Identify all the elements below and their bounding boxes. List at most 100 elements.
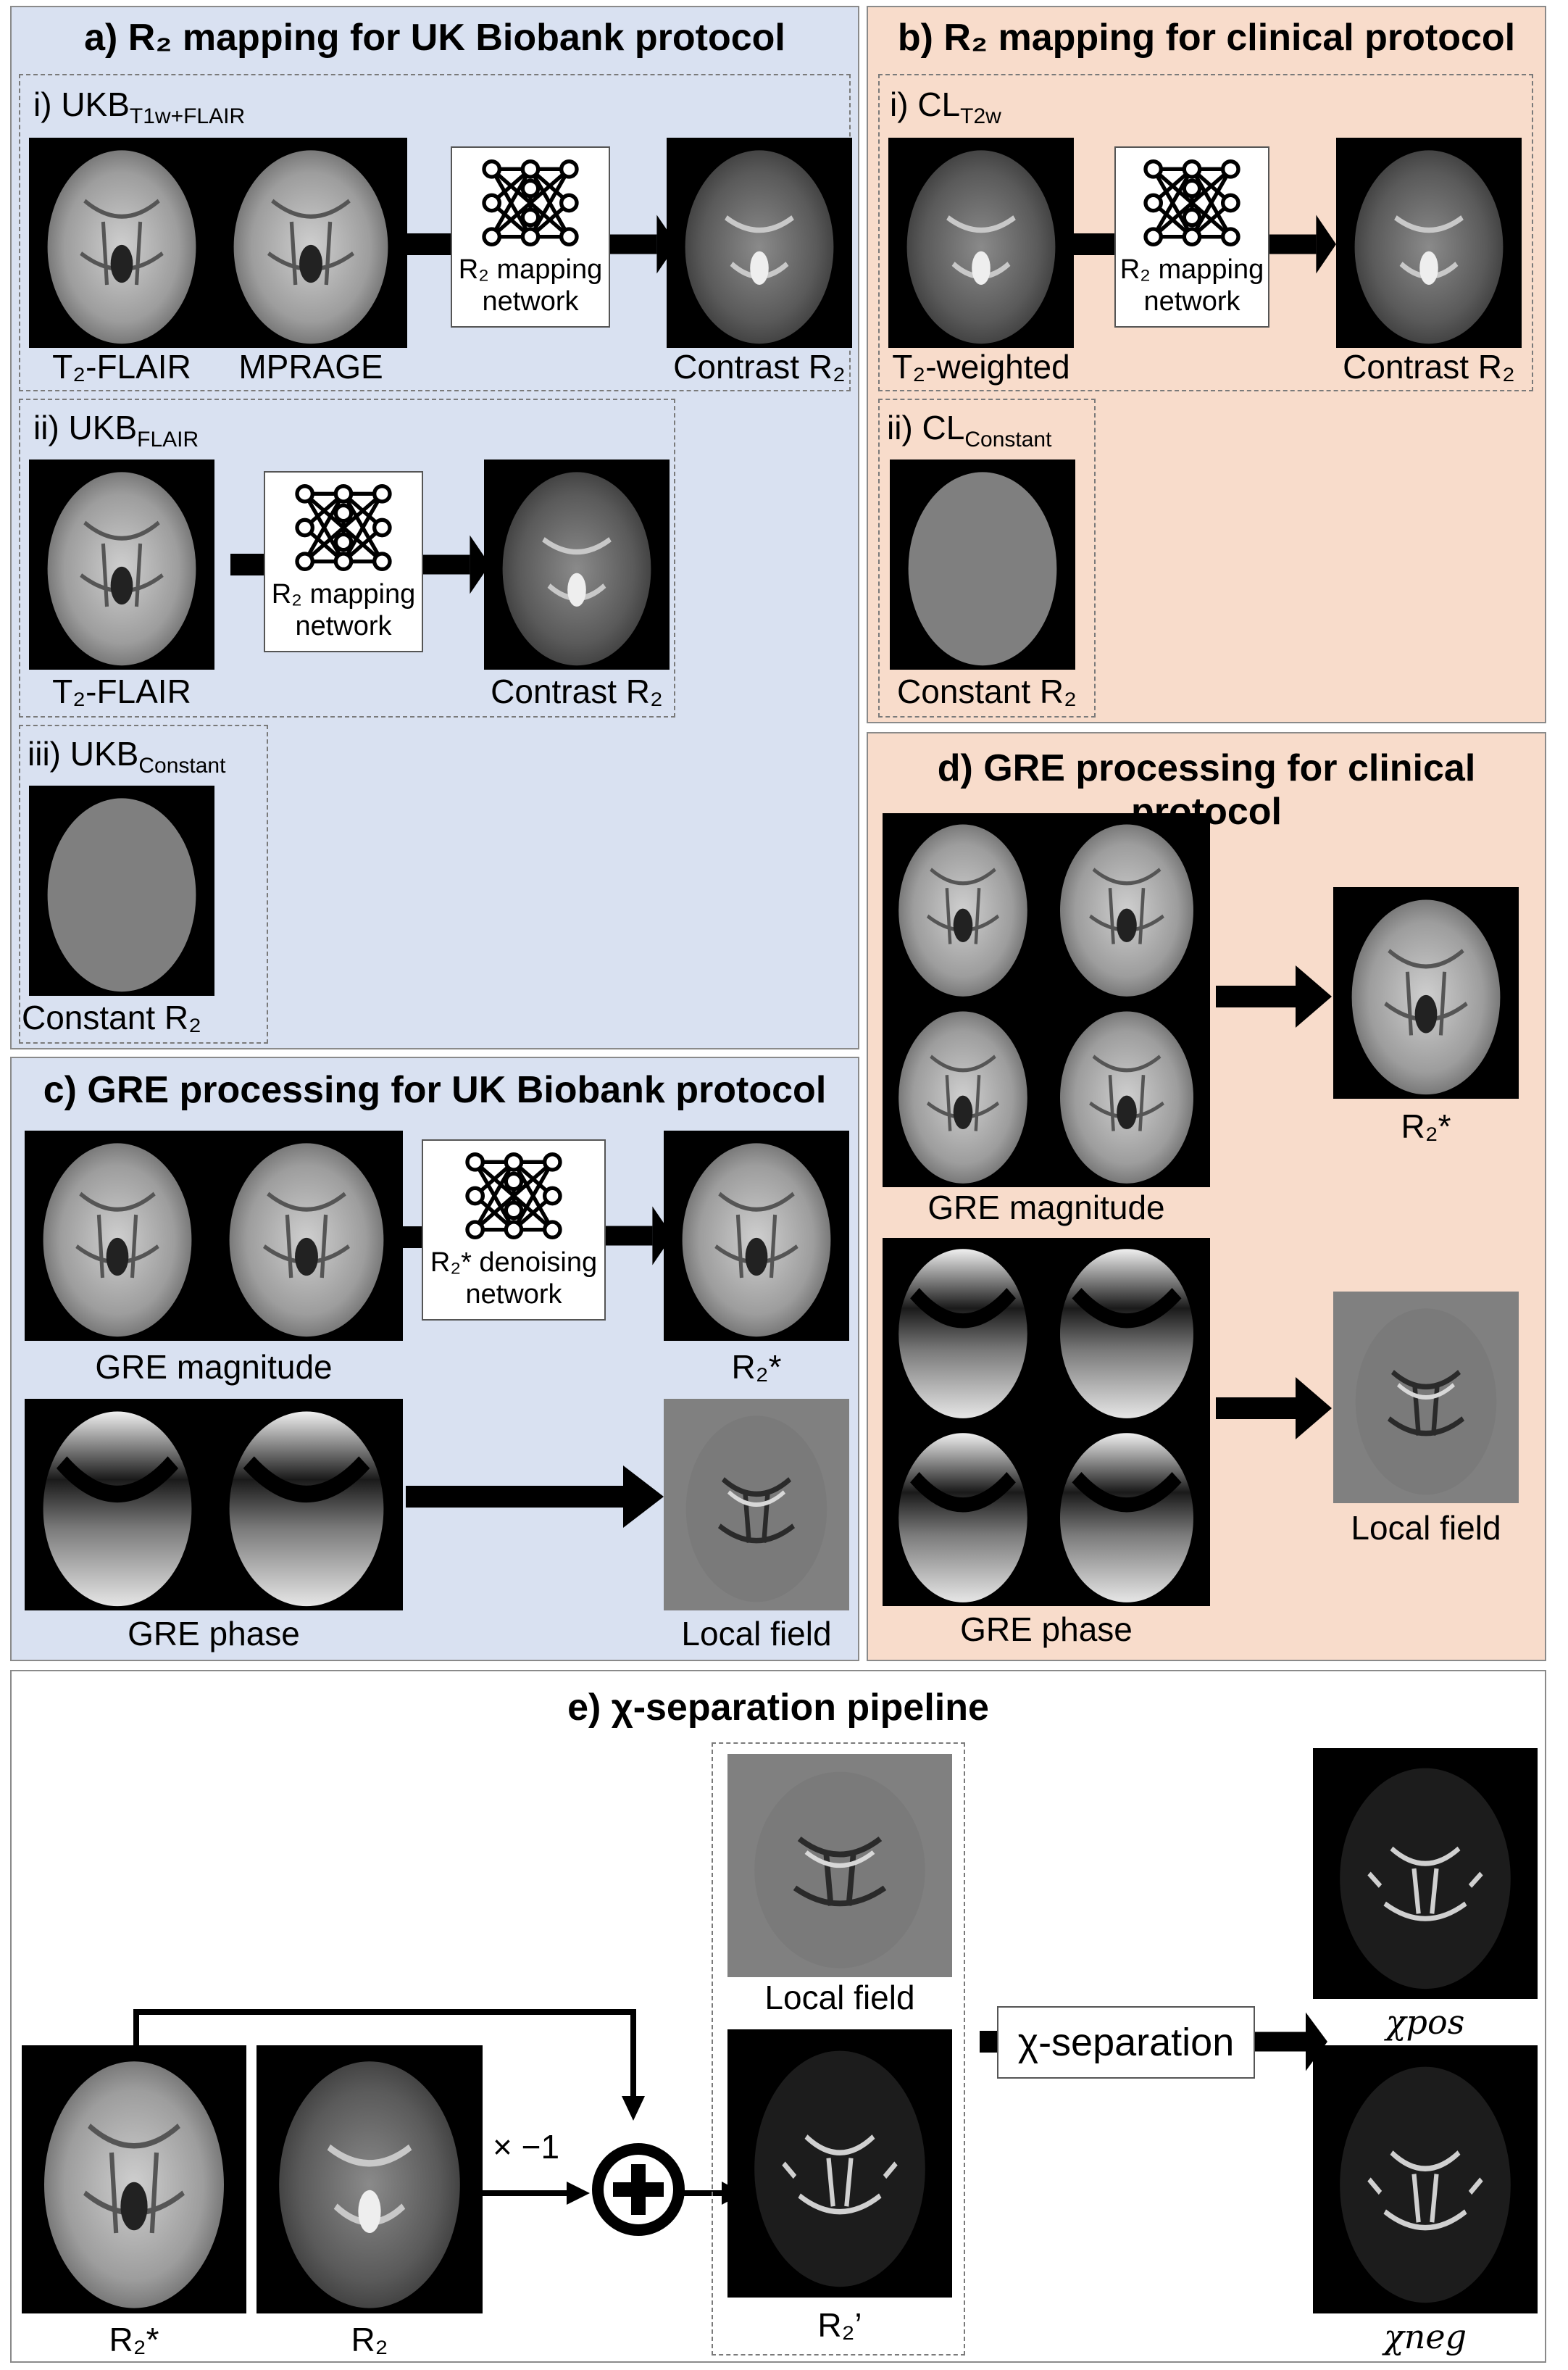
- arrow-right: [423, 532, 490, 597]
- network-icon: [456, 1145, 572, 1247]
- caption-r2star-d: R₂*: [1401, 1107, 1451, 1145]
- image-contrast-r2-ii: [484, 460, 670, 670]
- caption-t2-flair: T₂-FLAIR: [52, 348, 191, 386]
- label-main: i) CL: [890, 86, 961, 123]
- image-t2-flair-ii: [29, 460, 214, 670]
- image-t2-weighted: [888, 138, 1074, 348]
- label-main: i) UKB: [33, 86, 130, 123]
- image-r2prime: [727, 2029, 952, 2298]
- image-r2-e: [257, 2045, 483, 2313]
- image-t2-flair: [29, 138, 214, 348]
- caption-r2-e: R₂: [351, 2321, 388, 2358]
- r2-to-sum-arrow: [483, 2179, 591, 2208]
- network-label: R₂ mapping network: [271, 579, 416, 641]
- image-gre-magnitude-d4: [1043, 1000, 1210, 1187]
- subpanel-b-i-label: i) CLT2w: [890, 86, 1001, 136]
- arrow-line: [407, 233, 451, 255]
- caption-local-field-d: Local field: [1351, 1509, 1501, 1547]
- multiply-minus-one: × −1: [492, 2128, 560, 2166]
- image-local-field-d: [1333, 1292, 1519, 1503]
- caption-r2star: R₂*: [731, 1348, 782, 1386]
- image-r2star-e: [22, 2045, 246, 2313]
- caption-t2-flair-ii: T₂-FLAIR: [52, 673, 191, 710]
- chi-inputs-group: Local field R₂’: [712, 1742, 965, 2356]
- caption-constant-r2-b: Constant R₂: [897, 673, 1077, 710]
- label-sub: Constant: [964, 428, 1052, 452]
- panel-a: a) R₂ mapping for UK Biobank protocol i)…: [10, 6, 859, 1049]
- subpanel-b-ii: ii) CLConstant Constant R₂: [878, 399, 1096, 718]
- image-chi-pos: [1313, 1748, 1538, 1999]
- subpanel-b-ii-label: ii) CLConstant: [887, 409, 1051, 459]
- caption-gre-phase: GRE phase: [128, 1615, 300, 1652]
- arrow-right: [1269, 212, 1336, 277]
- skip-connection-arrow: [128, 2005, 649, 2135]
- network-icon: [472, 152, 588, 254]
- label-main: ii) UKB: [33, 409, 138, 446]
- network-label: R₂* denoising network: [430, 1247, 598, 1310]
- panel-d: d) GRE processing for clinical protocol …: [867, 732, 1546, 1661]
- caption-constant-r2: Constant R₂: [22, 999, 201, 1036]
- image-gre-magnitude-d2: [1043, 813, 1210, 1000]
- network-icon: [285, 477, 401, 578]
- panel-a-title: a) R₂ mapping for UK Biobank protocol: [84, 17, 785, 59]
- caption-contrast-r2-b: Contrast R₂: [1343, 348, 1515, 386]
- arrow-line: [403, 1226, 425, 1248]
- panel-c: c) GRE processing for UK Biobank protoco…: [10, 1057, 859, 1661]
- image-contrast-r2: [667, 138, 852, 348]
- subpanel-a-i-label: i) UKBT1w+FLAIR: [33, 86, 245, 136]
- subpanel-a-i: i) UKBT1w+FLAIR T₂-FLAIR MPRAGE R₂ mappi…: [19, 74, 852, 391]
- chi-separation-box: χ-separation: [997, 2006, 1255, 2079]
- caption-r2prime: R₂’: [817, 2306, 862, 2344]
- image-gre-phase-2: [210, 1399, 403, 1610]
- image-gre-magnitude-2: [210, 1131, 403, 1341]
- label-sub: T2w: [960, 104, 1001, 129]
- image-r2star-d: [1333, 887, 1519, 1099]
- image-gre-phase-d4: [1043, 1422, 1210, 1606]
- arrow-right: [1216, 964, 1333, 1029]
- arrow-line: [1074, 233, 1117, 255]
- arrow-right: [606, 1203, 672, 1268]
- subpanel-a-iii: iii) UKBConstant Constant R₂: [19, 725, 268, 1044]
- caption-gre-phase-d: GRE phase: [960, 1610, 1133, 1648]
- arrow-long: [406, 1464, 667, 1529]
- sum-icon: [591, 2142, 685, 2237]
- image-gre-phase-d1: [883, 1238, 1043, 1422]
- r2-mapping-network-box-b: R₂ mapping network: [1114, 146, 1269, 328]
- subpanel-b-i: i) CLT2w T₂-weighted R₂ mapping network …: [878, 74, 1533, 391]
- image-mprage: [214, 138, 407, 348]
- arrow-right-2: [1216, 1376, 1333, 1441]
- caption-mprage: MPRAGE: [238, 348, 383, 386]
- panel-b-title: b) R₂ mapping for clinical protocol: [897, 17, 1516, 59]
- network-label: R₂ mapping network: [1119, 254, 1264, 317]
- subpanel-a-iii-label: iii) UKBConstant: [28, 735, 225, 785]
- panel-e: e) χ-separation pipeline R₂* R₂ × −1 Loc…: [10, 1670, 1546, 2363]
- image-local-field: [664, 1399, 849, 1610]
- label-main: ii) CL: [887, 409, 965, 446]
- caption-local-field-e: Local field: [764, 1979, 915, 2016]
- r2-mapping-network-box: R₂ mapping network: [451, 146, 610, 328]
- image-gre-phase-d3: [883, 1422, 1043, 1606]
- caption-t2-weighted: T₂-weighted: [892, 348, 1070, 386]
- label-sub: FLAIR: [137, 428, 199, 452]
- subpanel-a-ii-label: ii) UKBFLAIR: [33, 409, 199, 459]
- image-chi-neg: [1313, 2045, 1538, 2313]
- caption-gre-magnitude-d: GRE magnitude: [927, 1189, 1165, 1226]
- image-gre-phase-1: [25, 1399, 210, 1610]
- image-gre-magnitude-d3: [883, 1000, 1043, 1187]
- panel-b: b) R₂ mapping for clinical protocol i) C…: [867, 6, 1546, 723]
- image-gre-phase-d2: [1043, 1238, 1210, 1422]
- caption-gre-magnitude: GRE magnitude: [95, 1348, 333, 1386]
- image-gre-magnitude-d1: [883, 813, 1043, 1000]
- caption-r2star-e: R₂*: [109, 2321, 159, 2358]
- caption-contrast-r2: Contrast R₂: [673, 348, 846, 386]
- subpanel-a-ii: ii) UKBFLAIR T₂-FLAIR R₂ mapping network…: [19, 399, 675, 718]
- network-label: R₂ mapping network: [458, 254, 603, 317]
- image-constant-r2-b: [890, 460, 1075, 670]
- caption-local-field: Local field: [681, 1615, 832, 1652]
- image-r2star: [664, 1131, 849, 1341]
- panel-c-title: c) GRE processing for UK Biobank protoco…: [43, 1069, 827, 1111]
- image-contrast-r2-b: [1336, 138, 1522, 348]
- image-local-field-e: [727, 1754, 952, 1977]
- r2-mapping-network-box-ii: R₂ mapping network: [264, 471, 423, 652]
- label-sub: Constant: [138, 754, 226, 778]
